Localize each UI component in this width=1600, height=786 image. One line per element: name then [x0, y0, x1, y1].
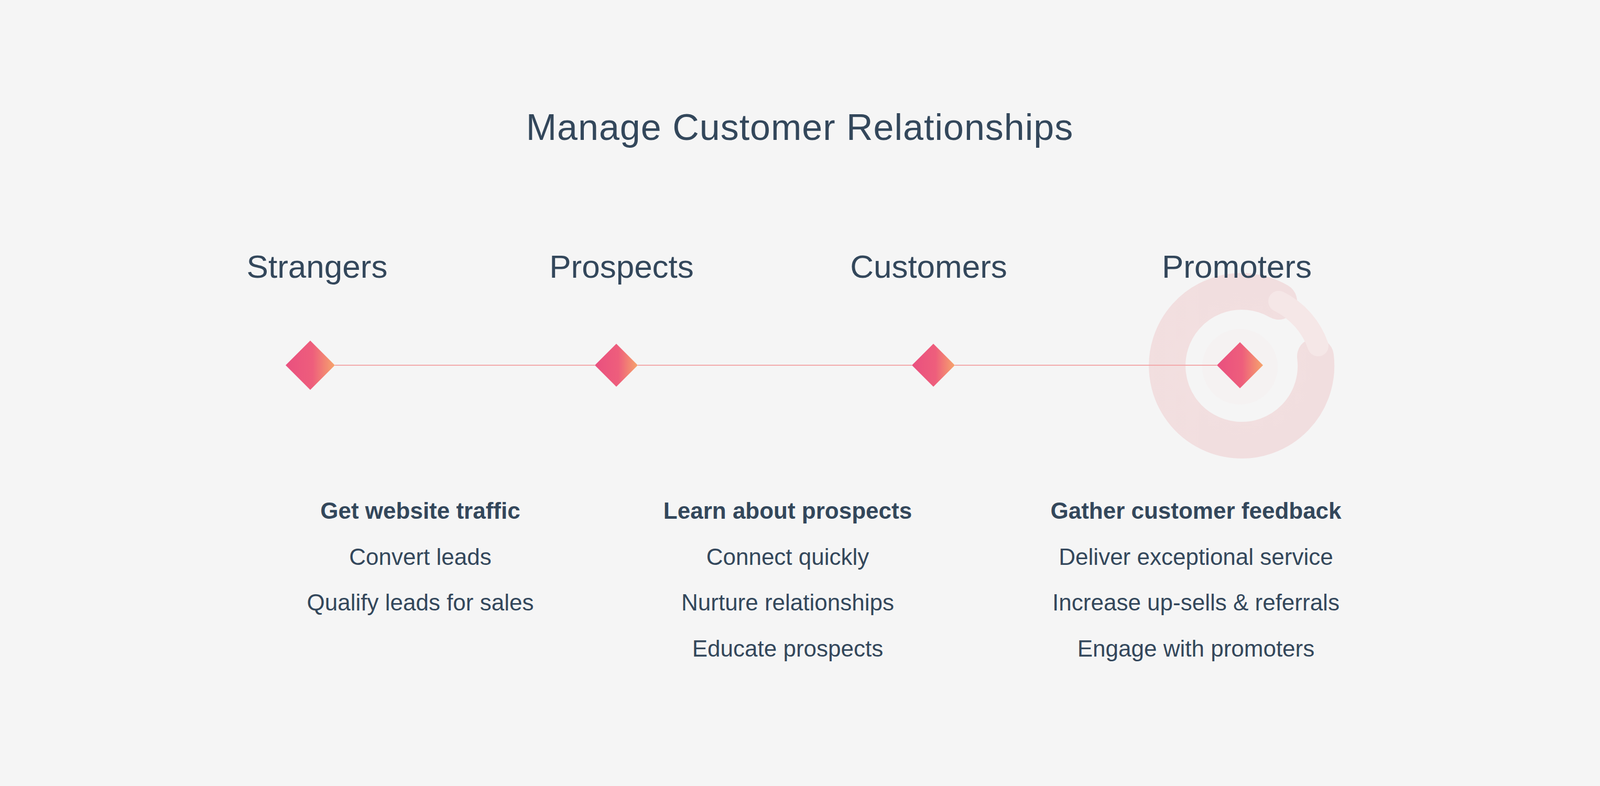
column-item: Increase up-sells & referrals	[1052, 589, 1340, 616]
diamond-shape	[911, 343, 955, 387]
stage-label: Prospects	[549, 247, 694, 286]
stage-label: Strangers	[246, 247, 388, 286]
stage-diamond: Customers	[911, 343, 955, 387]
connector-line	[954, 364, 1217, 366]
connector-line	[637, 364, 912, 366]
column-heading: Learn about prospects	[663, 497, 912, 525]
column-heading: Gather customer feedback	[1050, 497, 1342, 525]
stage-diamond: Prospects	[594, 343, 638, 387]
stage-diamond: Promoters	[1216, 342, 1264, 389]
column-item: Qualify leads for sales	[307, 589, 535, 616]
diamond-shape	[594, 343, 638, 387]
diagram-title: Manage Customer Relationships	[526, 106, 1074, 149]
column-item: Deliver exceptional service	[1058, 543, 1333, 571]
swirl-illustration	[1167, 291, 1319, 441]
column-item: Convert leads	[349, 543, 492, 571]
column-heading: Get website traffic	[320, 497, 520, 525]
diamond-shape	[1216, 342, 1264, 389]
column-item: Engage with promoters	[1077, 635, 1315, 662]
stage-label: Customers	[850, 247, 1008, 286]
stage-label: Promoters	[1161, 247, 1312, 286]
connector-line	[334, 364, 595, 366]
diamond-shape	[285, 340, 335, 390]
column-item: Educate prospects	[692, 635, 884, 662]
stage-diamond: Strangers	[285, 340, 335, 390]
column-item: Connect quickly	[706, 543, 870, 571]
column-item: Nurture relationships	[681, 589, 895, 616]
